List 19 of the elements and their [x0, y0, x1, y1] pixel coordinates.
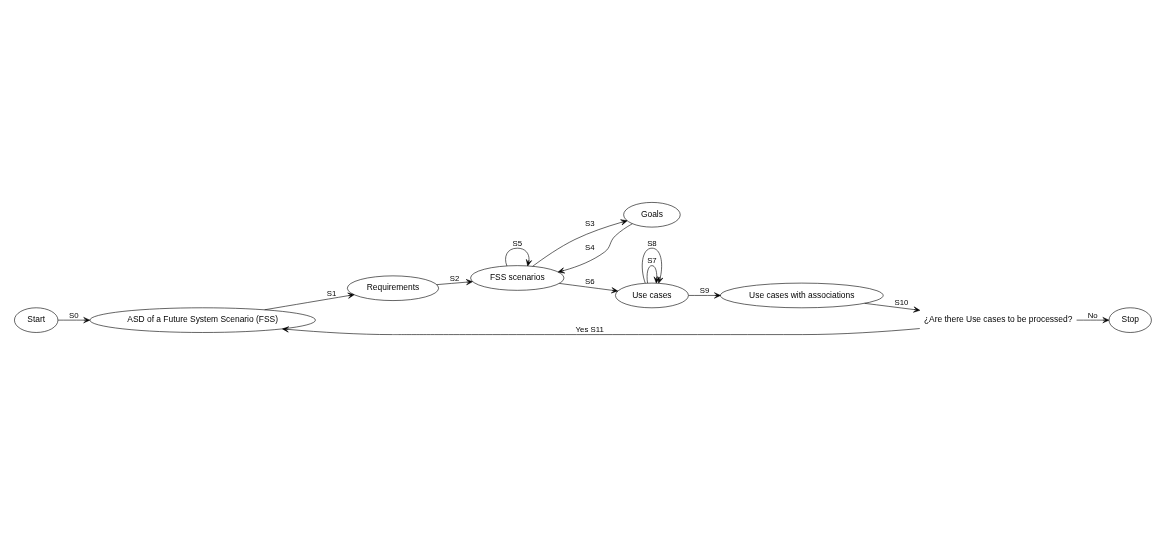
arrow [559, 282, 618, 293]
arrow [646, 264, 660, 283]
node-ellipse: Use cases [615, 282, 689, 308]
arrow [532, 218, 628, 267]
arrow [436, 278, 473, 285]
arrow [505, 247, 532, 266]
node-ellipse: Start [14, 307, 59, 333]
arrow [1076, 316, 1110, 323]
node-ellipse: Use cases with associations [720, 282, 884, 308]
arrow [57, 316, 90, 323]
arrow [282, 325, 921, 335]
node-text: ¿Are there Use cases to be processed? [923, 313, 1073, 324]
arrow [864, 302, 921, 313]
node-ellipse: Goals [623, 201, 681, 227]
arrow [557, 223, 633, 273]
arrow [641, 247, 664, 283]
arrow [688, 291, 721, 298]
node-ellipse: Stop [1108, 307, 1152, 333]
arrow [264, 292, 355, 310]
